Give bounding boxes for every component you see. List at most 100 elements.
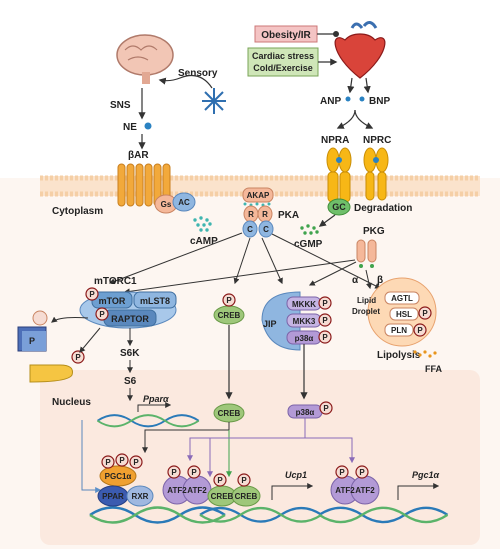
- gc-domain: [327, 198, 351, 216]
- akap-label: AKAP: [247, 191, 270, 200]
- pgc1a-p3: [129, 455, 143, 469]
- cardiac-stress-label: Cardiac stress: [252, 51, 314, 61]
- brain-icon: [116, 34, 174, 84]
- mkk3-p-badge: [318, 313, 332, 327]
- pgc1a-p2: [115, 453, 129, 467]
- substrate-p-label: P: [29, 336, 35, 346]
- creb-cyto-label: CREB: [218, 311, 241, 320]
- mtor-p-badge: [85, 287, 99, 301]
- ucp1-gene-label: Ucp1: [285, 470, 307, 480]
- substrate-shoe: [29, 364, 73, 383]
- jip-label: JIP: [263, 319, 277, 329]
- pka-c2-label: C: [263, 225, 269, 234]
- pkg-beta-label: β: [377, 275, 383, 286]
- lipid-label: Lipid: [357, 296, 376, 305]
- pka-r1-label: R: [248, 210, 254, 219]
- substrate-square: [17, 310, 48, 352]
- pgc1a-coactivator: [99, 465, 137, 487]
- mkk3-label: MKK3: [293, 317, 316, 326]
- rxr-label: RXR: [132, 492, 149, 501]
- hsl-label: HSL: [396, 310, 412, 319]
- akap-box: [242, 187, 274, 203]
- atf2-left-p2: [187, 465, 201, 479]
- atf2-right-p1: [335, 465, 349, 479]
- pgc1a-gene-label: Pgc1α: [412, 470, 440, 480]
- npra-label: NPRA: [321, 135, 349, 146]
- s6-label: S6: [124, 376, 137, 387]
- pgc1a-p1: [101, 455, 115, 469]
- atf2-left-1-label: ATF2: [167, 486, 187, 495]
- ffa-label: FFA: [425, 364, 442, 374]
- cgmp-dots: [300, 224, 319, 235]
- creb-dna-1-label: CREB: [211, 492, 234, 501]
- creb-dna-p1: [213, 473, 227, 487]
- atf2-right-p2: [355, 465, 369, 479]
- beta-ar-label: βAR: [128, 150, 149, 161]
- pln-p-badge: [413, 323, 427, 337]
- raptor-p-badge: [95, 307, 109, 321]
- shoe-p-badge: [71, 350, 85, 364]
- gc-label: GC: [332, 202, 346, 212]
- atf2-right-2-label: ATF2: [355, 486, 375, 495]
- creb-cyto-p-badge: [222, 293, 236, 307]
- ppara-gene-label: Pparα: [143, 394, 169, 404]
- npra-receptor: [326, 147, 352, 203]
- s6k-label: S6K: [120, 348, 140, 359]
- pkg-alpha-label: α: [352, 275, 359, 286]
- sensory-label: Sensory: [178, 68, 218, 79]
- nprc-receptor: [363, 147, 389, 201]
- ppar-label: PPAR: [102, 492, 124, 501]
- cgmp-label: cGMP: [294, 239, 323, 250]
- cytoplasm-label: Cytoplasm: [52, 206, 103, 217]
- pka-c1-label: C: [247, 225, 253, 234]
- mkkk-label: MKKK: [292, 300, 316, 309]
- sns-label: SNS: [110, 100, 131, 111]
- stress-box: [247, 47, 319, 77]
- pka-c1: [242, 220, 258, 238]
- mlst8-label: mLST8: [140, 296, 170, 306]
- pgc1a-label: PGC1α: [105, 472, 132, 481]
- hsl-p-badge: [418, 306, 432, 320]
- pkg-kinase: [356, 239, 377, 268]
- pka-r2-label: R: [262, 210, 268, 219]
- mtor-label: mTOR: [99, 296, 126, 306]
- ac-enzyme: [172, 192, 196, 212]
- lipolysis-label: Lipolysis: [377, 350, 421, 361]
- ac-label: AC: [178, 198, 190, 207]
- snowflake-icon: [202, 88, 226, 114]
- nucleus-label: Nucleus: [52, 397, 91, 408]
- droplet-label: Droplet: [352, 307, 380, 316]
- pln-label: PLN: [391, 326, 407, 335]
- creb-dna-p2: [237, 473, 251, 487]
- p38a-nuclear-label: p38α: [296, 408, 315, 417]
- pkg-label: PKG: [363, 226, 385, 237]
- ne-label: NE: [123, 122, 137, 133]
- mkkk-p-badge: [318, 296, 332, 310]
- atf2-left-2-label: ATF2: [187, 486, 207, 495]
- p38a-label: p38α: [295, 334, 314, 343]
- anp-label: ANP: [320, 96, 341, 107]
- creb-dna-2-label: CREB: [235, 492, 258, 501]
- p38a-nuclear-p-badge: [319, 401, 333, 415]
- ne-ligand: [144, 122, 152, 130]
- raptor-label: RAPTOR: [111, 314, 149, 324]
- creb-nuclear-label: CREB: [218, 409, 241, 418]
- camp-label: cAMP: [190, 236, 218, 247]
- ffa-dots: [413, 350, 437, 358]
- mtorc1-label: mTORC1: [94, 276, 137, 287]
- pka-c2: [258, 220, 274, 238]
- p38a-p-badge: [318, 330, 332, 344]
- pln-box: [384, 323, 414, 337]
- agtl-box: [384, 291, 420, 305]
- obesity-label: Obesity/IR: [261, 30, 311, 41]
- atf2-left-p1: [167, 465, 181, 479]
- camp-dots: [193, 216, 212, 232]
- cold-exercise-label: Cold/Exercise: [253, 63, 313, 73]
- bnp-label: BNP: [369, 96, 390, 107]
- atf2-right-1-label: ATF2: [335, 486, 355, 495]
- heart-icon: [334, 21, 386, 79]
- gs-label: Gs: [161, 200, 172, 209]
- nprc-label: NPRC: [363, 135, 391, 146]
- hsl-box: [389, 307, 419, 321]
